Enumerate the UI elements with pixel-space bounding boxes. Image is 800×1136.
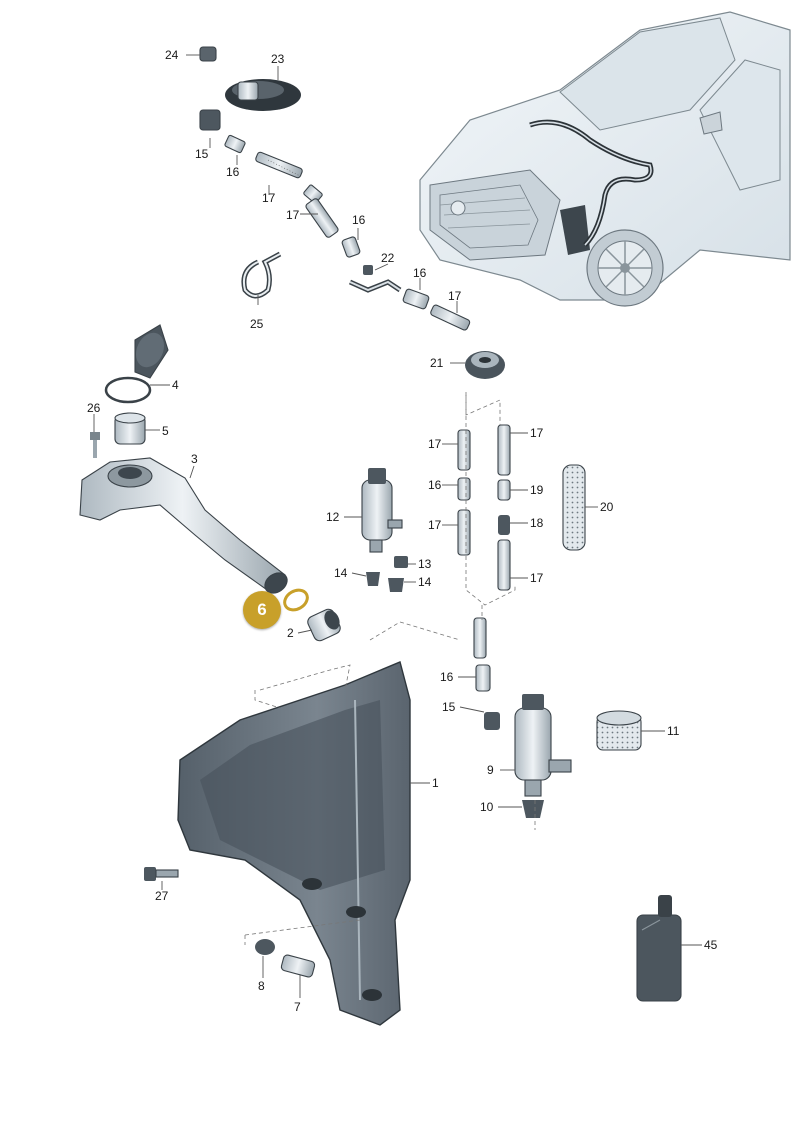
part-label: 3 <box>191 452 198 466</box>
grommet-8 <box>255 939 275 955</box>
part-label: 16 <box>428 478 442 492</box>
part-label: 1 <box>432 776 439 790</box>
part-label: 17 <box>448 289 462 303</box>
assembly-lines <box>244 392 536 945</box>
part-label: 17 <box>530 571 544 585</box>
highlight-callout-6: 6 <box>243 591 281 629</box>
part-label: 24 <box>165 48 179 62</box>
part-label: 4 <box>172 378 179 392</box>
part-label: 2 <box>287 626 294 640</box>
hose-column-right <box>497 424 511 591</box>
part-label: 17 <box>262 191 276 205</box>
seal-ring-6 <box>283 588 309 612</box>
part-label: 25 <box>250 317 264 331</box>
part-label: 14 <box>334 566 348 580</box>
level-sensor-7 <box>280 954 316 978</box>
part-label: 17 <box>428 437 442 451</box>
part-label: 23 <box>271 52 285 66</box>
part-label: 16 <box>413 266 427 280</box>
part-label: 20 <box>600 500 614 514</box>
part-label: 27 <box>155 889 169 903</box>
part-label: 16 <box>226 165 240 179</box>
part-label: 16 <box>352 213 366 227</box>
part-label: 15 <box>442 700 456 714</box>
cable-strap-25 <box>241 251 282 299</box>
grommet-14-right <box>388 578 404 592</box>
part-label: 11 <box>667 724 680 738</box>
bolt-27 <box>144 867 179 881</box>
part-label: 45 <box>704 938 718 952</box>
connector-15-lower <box>484 712 500 730</box>
filler-cap-4 <box>104 324 169 404</box>
part-label: 15 <box>195 147 209 161</box>
filler-pipe-3 <box>79 457 288 594</box>
fluid-bottle-45 <box>636 895 682 1002</box>
part-label: 19 <box>530 483 544 497</box>
grommet-10 <box>522 800 544 818</box>
part-label: 26 <box>87 401 101 415</box>
washer-pump-9 <box>514 694 572 797</box>
upper-hose-assembly <box>224 134 471 331</box>
part-label: 13 <box>418 557 432 571</box>
washer-reservoir-1 <box>177 661 411 1026</box>
insulation-sleeve-20 <box>562 464 586 551</box>
part-label: 14 <box>418 575 432 589</box>
part-label: 18 <box>530 516 544 530</box>
part-label: 10 <box>480 800 494 814</box>
grommet-2 <box>307 608 341 642</box>
part-label: 12 <box>326 510 340 524</box>
vehicle-illustration <box>419 11 791 307</box>
part-label: 7 <box>294 1000 301 1014</box>
grommet-21 <box>465 351 505 379</box>
leader-lines <box>93 54 702 998</box>
part-label: 17 <box>286 208 300 222</box>
part-label: 5 <box>162 424 169 438</box>
clip-24 <box>199 46 217 62</box>
part-label: 9 <box>487 763 494 777</box>
part-label: 21 <box>430 356 444 370</box>
part-label: 8 <box>258 979 265 993</box>
seal-13 <box>394 556 408 568</box>
connector-15-top <box>199 109 221 131</box>
part-label: 17 <box>428 518 442 532</box>
sleeve-11 <box>596 710 642 751</box>
washer-nozzle-23 <box>225 79 301 111</box>
washer-pump-12 <box>361 468 403 553</box>
part-label: 22 <box>381 251 395 265</box>
part-label: 17 <box>530 426 544 440</box>
grommet-14-left <box>366 572 380 586</box>
hose-column-left <box>457 429 491 692</box>
bolt-26 <box>90 432 100 458</box>
part-label: 16 <box>440 670 454 684</box>
filler-neck-5 <box>114 412 146 445</box>
